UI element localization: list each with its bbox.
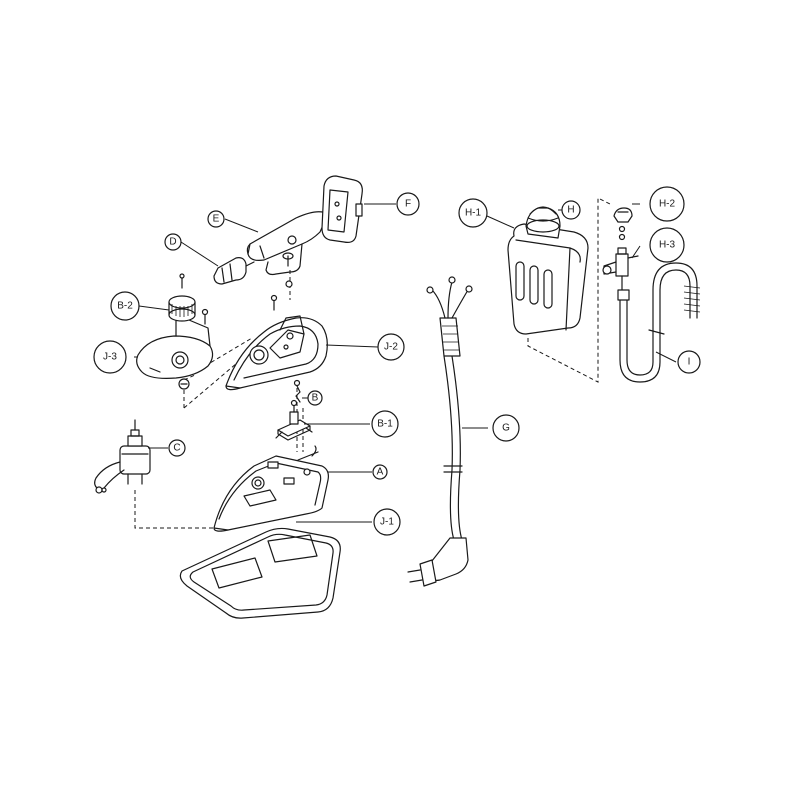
callout-label-H2: H-2 [659, 199, 676, 210]
cable-grommet [213, 257, 255, 285]
callout-J2: J-2 [377, 333, 405, 361]
callout-label-H3: H-3 [659, 240, 676, 251]
callout-label-E: E [213, 214, 220, 225]
callout-label-J2: J-2 [384, 342, 398, 353]
callout-H1: H-1 [458, 198, 488, 228]
callout-A: A [372, 464, 388, 480]
callout-I: I [677, 350, 701, 374]
callout-D: D [164, 233, 182, 251]
power-cord [407, 276, 473, 587]
water-hose [617, 262, 701, 383]
callout-label-D: D [169, 237, 176, 248]
callout-H2: H-2 [649, 186, 685, 222]
water-tank [507, 206, 589, 335]
callout-label-G: G [502, 423, 510, 434]
temperature-knob [168, 295, 196, 322]
callout-label-F: F [405, 199, 411, 210]
callout-label-C: C [173, 443, 180, 454]
callout-F: F [396, 192, 420, 216]
callout-label-B1: B-1 [377, 419, 393, 430]
callout-B2: B-2 [110, 291, 140, 321]
callout-label-I: I [688, 357, 691, 368]
valve-cap [613, 207, 633, 241]
callout-label-J3: J-3 [103, 352, 117, 363]
callout-J3: J-3 [93, 340, 127, 374]
screws-top-cover [179, 273, 278, 325]
callout-G: G [492, 414, 520, 442]
callout-H3: H-3 [649, 227, 685, 263]
callout-label-J1: J-1 [380, 517, 394, 528]
callout-label-H: H [567, 205, 574, 216]
callout-label-A: A [377, 467, 384, 478]
iron-handle [246, 211, 329, 288]
callout-J1: J-1 [373, 508, 401, 536]
iron-rest-pad [179, 527, 341, 619]
solenoid-valve [94, 419, 151, 494]
soleplate [213, 445, 329, 532]
iron-top-cover [225, 315, 328, 391]
callout-B1: B-1 [371, 410, 399, 438]
callout-H: H [561, 200, 581, 220]
dial-plate [136, 311, 214, 390]
callout-label-B2: B-2 [117, 301, 133, 312]
callout-E: E [207, 210, 225, 228]
handle-end-cap [321, 175, 363, 243]
thermostat-bracket [275, 399, 313, 441]
callout-C: C [168, 439, 186, 457]
callout-label-B: B [312, 393, 319, 404]
valve-body [602, 247, 639, 291]
callout-label-H1: H-1 [465, 208, 482, 219]
leader-lines [134, 203, 677, 523]
callout-B: B [307, 390, 323, 406]
screw-b [293, 379, 301, 403]
